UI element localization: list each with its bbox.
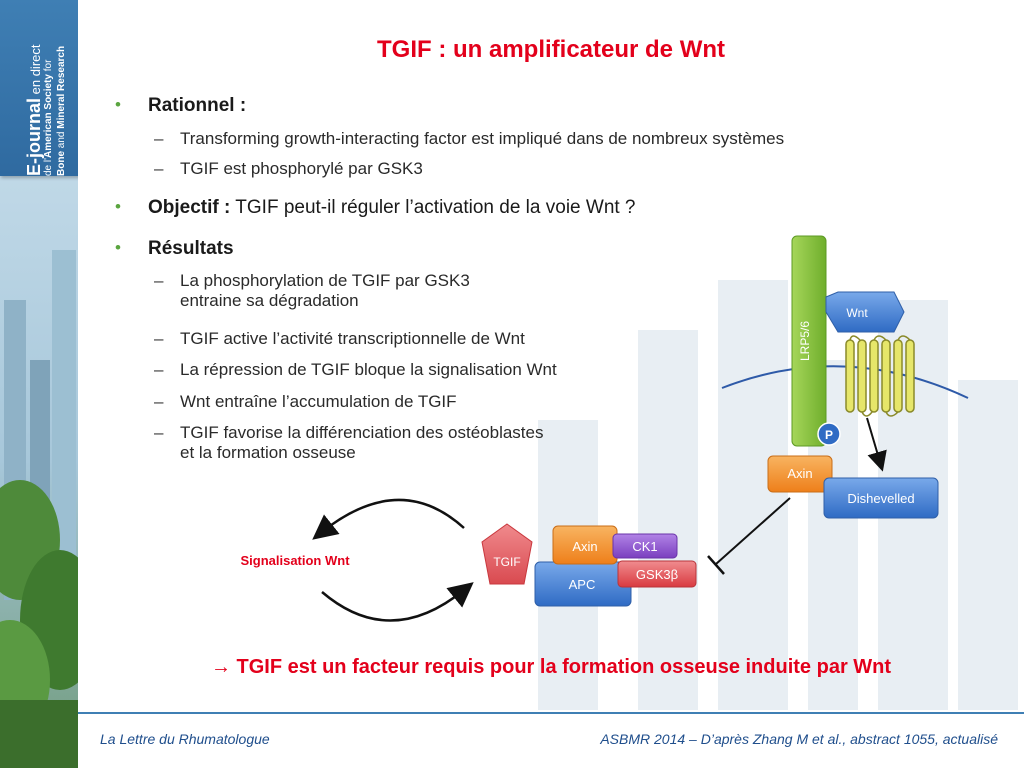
dash: – bbox=[154, 129, 164, 148]
resultats-item-3-text: La répression de TGIF bloque la signalis… bbox=[180, 360, 557, 379]
resultats-item-5-line2: et la formation osseuse bbox=[180, 443, 356, 462]
bullet-dot: • bbox=[115, 95, 121, 114]
dishevelled-box bbox=[823, 477, 939, 519]
resultats-item-4-text: Wnt entraîne l’accumulation de TGIF bbox=[180, 392, 457, 411]
resultats-item-1-line2: entraine sa dégradation bbox=[180, 291, 359, 310]
resultats-item-5: – TGIF favorise la différenciation des o… bbox=[154, 423, 544, 463]
ck1-label: CK1 bbox=[632, 539, 657, 554]
frizzled-receptor bbox=[845, 339, 915, 413]
dash: – bbox=[154, 360, 164, 379]
conclusion-text: TGIF est un facteur requis pour la forma… bbox=[236, 656, 892, 678]
bullet-dot: • bbox=[115, 197, 121, 216]
inhibition-bar bbox=[707, 555, 725, 575]
cycle-arrow-top bbox=[312, 498, 465, 540]
frizzled-loops bbox=[849, 335, 911, 417]
lrp-receptor bbox=[791, 235, 827, 447]
resultats-item-4: – Wnt entraîne l’accumulation de TGIF bbox=[154, 392, 457, 412]
resultats-item-2: – TGIF active l’activité transcriptionne… bbox=[154, 329, 525, 349]
inhibition-line bbox=[715, 497, 791, 565]
tgif-pentagon bbox=[481, 523, 533, 585]
footer-left: La Lettre du Rhumatologue bbox=[100, 731, 270, 747]
heading-resultats: Résultats bbox=[148, 238, 234, 259]
axin-top-label: Axin bbox=[787, 466, 812, 481]
phosphate-circle bbox=[817, 422, 841, 446]
conclusion-arrow: → bbox=[210, 656, 231, 678]
cycle-arrow-bottom bbox=[321, 582, 474, 622]
resultats-item-1-line1: La phosphorylation de TGIF par GSK3 bbox=[180, 271, 470, 290]
wnt-label: Wnt bbox=[846, 306, 868, 320]
conclusion: → TGIF est un facteur requis pour la for… bbox=[78, 656, 1024, 679]
slide-title: TGIF : un amplificateur de Wnt bbox=[377, 36, 725, 63]
resultats-item-2-text: TGIF active l’activité transcriptionnell… bbox=[180, 329, 525, 348]
wnt-ligand bbox=[825, 291, 905, 333]
resultats-item-1: – La phosphorylation de TGIF par GSK3 en… bbox=[154, 271, 470, 311]
bullet-rationnel: • Rationnel : bbox=[115, 95, 247, 117]
phosphate-label: P bbox=[825, 428, 833, 442]
heading-objectif: Objectif : bbox=[148, 197, 231, 218]
dash: – bbox=[154, 159, 164, 178]
heading-rationnel: Rationnel : bbox=[148, 95, 247, 116]
dash: – bbox=[154, 423, 164, 442]
gsk3b-box bbox=[617, 560, 697, 588]
axin-complex-label: Axin bbox=[572, 539, 597, 554]
dishevelled-label: Dishevelled bbox=[847, 491, 914, 506]
lrp-label: LRP5/6 bbox=[798, 321, 812, 361]
left-decorative-band: E-journal en direct de l'American Societ… bbox=[0, 0, 78, 768]
ck1-box bbox=[612, 533, 678, 559]
rationnel-item-1: – Transforming growth-interacting factor… bbox=[154, 129, 785, 149]
resultats-item-3: – La répression de TGIF bloque la signal… bbox=[154, 360, 557, 380]
bullet-objectif: • Objectif : TGIF peut-il réguler l’acti… bbox=[115, 197, 636, 219]
footer-right: ASBMR 2014 – D’après Zhang M et al., abs… bbox=[600, 731, 998, 747]
journal-tab: E-journal en direct de l'American Societ… bbox=[0, 0, 78, 176]
footer-divider bbox=[78, 712, 1024, 714]
frizzled-to-dishevelled-arrow bbox=[866, 417, 887, 472]
rationnel-item-1-text: Transforming growth-interacting factor e… bbox=[180, 129, 785, 148]
bullet-resultats: • Résultats bbox=[115, 238, 234, 260]
apc-label: APC bbox=[569, 577, 596, 592]
axin-top-box bbox=[767, 455, 833, 493]
signalisation-wnt-label: Signalisation Wnt bbox=[240, 553, 350, 568]
dash: – bbox=[154, 271, 164, 290]
cell-membrane bbox=[721, 365, 969, 399]
dash: – bbox=[154, 392, 164, 411]
rationnel-item-2-text: TGIF est phosphorylé par GSK3 bbox=[180, 159, 423, 178]
rationnel-item-2: – TGIF est phosphorylé par GSK3 bbox=[154, 159, 423, 179]
dash: – bbox=[154, 329, 164, 348]
gsk3b-label: GSK3β bbox=[636, 567, 678, 582]
objectif-text: TGIF peut-il réguler l’activation de la … bbox=[230, 197, 636, 218]
bullet-dot: • bbox=[115, 238, 121, 257]
tgif-label: TGIF bbox=[493, 555, 520, 569]
resultats-item-5-line1: TGIF favorise la différenciation des ost… bbox=[180, 423, 544, 442]
